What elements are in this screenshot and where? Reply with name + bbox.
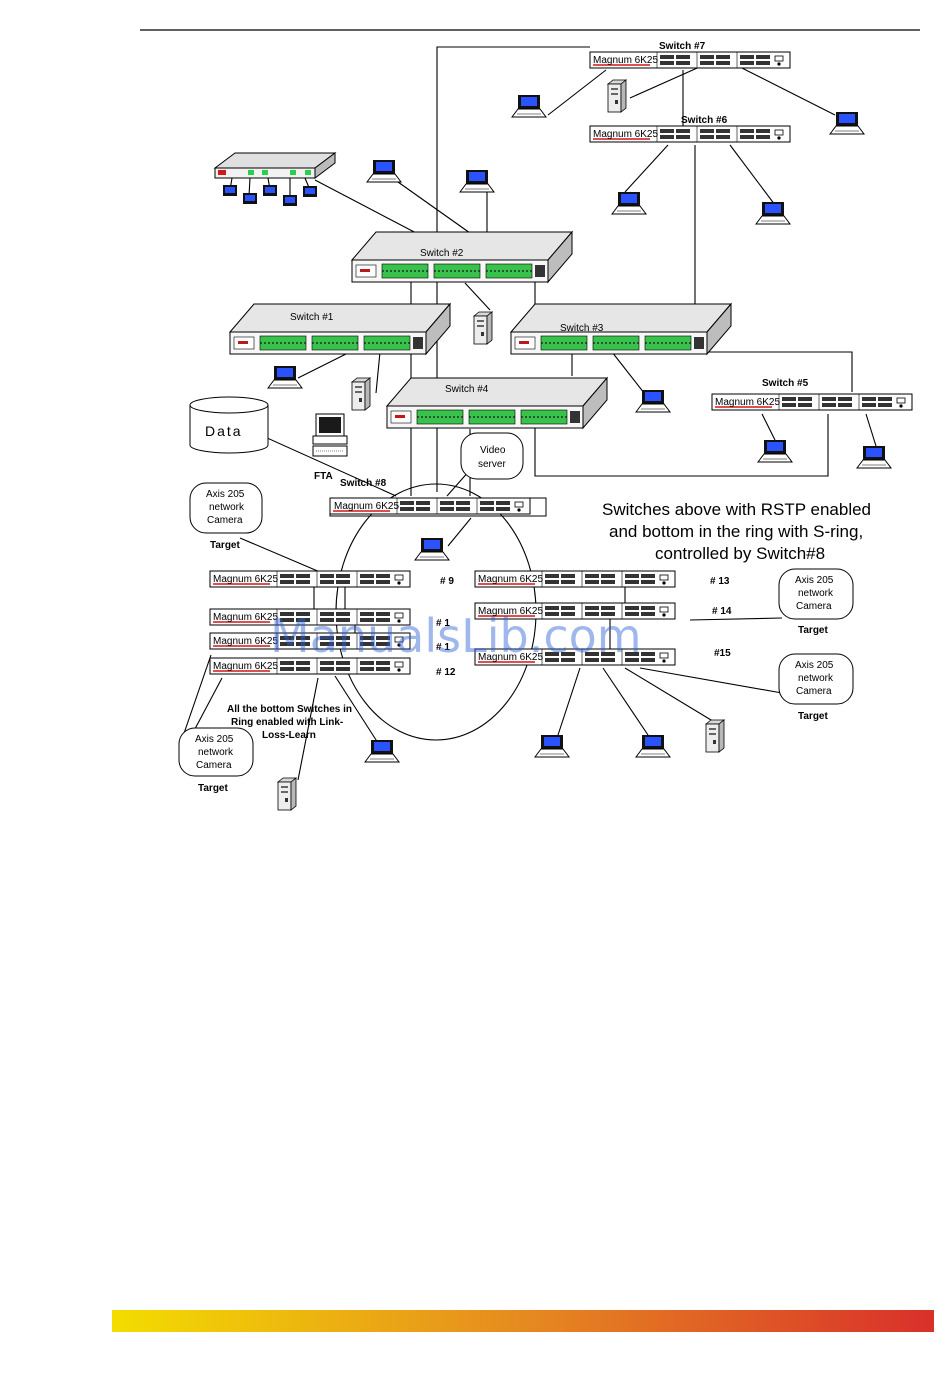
workstation-icon (611, 191, 647, 215)
model-label: Magnum 6K25 (478, 574, 543, 585)
switch-4-label: Switch #4 (445, 384, 489, 395)
model-label: Magnum 6K25 (593, 55, 658, 66)
switch-2: Switch #2 (351, 231, 573, 283)
ring-number-9: # 9 (440, 576, 454, 587)
switch-4: Switch #4 (386, 377, 608, 429)
watermark: ManualsLib.com (270, 609, 642, 663)
ring-switch-9: Magnum 6K25 # 9 (209, 570, 454, 588)
workstation-icon (534, 734, 570, 758)
workstation-icon (856, 445, 892, 469)
video-server-line-1: Video (480, 445, 506, 456)
switch-7-label: Switch #7 (659, 41, 706, 52)
workstation-icon (459, 169, 495, 193)
model-label: Magnum 6K25 (478, 652, 543, 663)
camera-line-2: network (798, 588, 834, 599)
caption-line-1: Switches above with RSTP enabled (602, 500, 871, 519)
camera-1: Axis 205 network Camera Target (189, 482, 263, 551)
ring-switch-15: Magnum 6K25 #15 (474, 648, 731, 666)
switch-1-label: Switch #1 (290, 312, 334, 323)
camera-line-1: Axis 205 (195, 734, 234, 745)
target-label: Target (210, 540, 240, 551)
caption-line-2: and bottom in the ring with S-ring, (609, 522, 863, 541)
ring-number-13: # 13 (710, 576, 730, 587)
ring-switch-10: Magnum 6K25 # 1 (209, 608, 450, 629)
switch-8: Magnum 6K25 Switch #8 (329, 478, 547, 517)
target-label: Target (198, 783, 228, 794)
model-label: Magnum 6K25 (213, 661, 278, 672)
ring-switch-14: Magnum 6K25 # 14 (474, 602, 732, 620)
camera-line-1: Axis 205 (795, 575, 834, 586)
camera-line-3: Camera (796, 601, 832, 612)
workstation-icon (267, 365, 303, 389)
fta-terminal: FTA (312, 413, 348, 482)
ring-switch-12: Magnum 6K25 # 12 (209, 657, 456, 678)
workstation-icon (511, 94, 547, 118)
target-label: Target (798, 625, 828, 636)
ring-switch-13: Magnum 6K25 # 13 (474, 570, 730, 588)
switch-6-label: Switch #6 (681, 115, 728, 126)
server-icon (351, 377, 371, 411)
switch-3-label: Switch #3 (560, 323, 604, 334)
footer-bar (112, 1310, 934, 1332)
ring-number-10: # 1 (436, 618, 450, 629)
switch-7: Magnum 6K25 Switch #7 (589, 41, 791, 69)
ring-number-15: #15 (714, 648, 731, 659)
data-store-label: Data (205, 423, 243, 439)
ring-note: All the bottom Switches in Ring enabled … (227, 704, 352, 741)
caption-line-3: controlled by Switch#8 (655, 544, 825, 563)
switch-8-label: Switch #8 (340, 478, 387, 489)
server-icon (607, 79, 627, 113)
video-server: Video server (460, 432, 524, 480)
model-label: Magnum 6K25 (334, 501, 399, 512)
video-server-line-2: server (478, 459, 506, 470)
ring-number-11: # 1 (436, 642, 450, 653)
workstation-icon (635, 734, 671, 758)
ring-note-line-3: Loss-Learn (262, 730, 316, 741)
switch-1: Switch #1 (229, 303, 451, 355)
camera-line-3: Camera (796, 686, 832, 697)
camera-line-2: network (198, 747, 234, 758)
camera-line-3: Camera (207, 515, 243, 526)
camera-line-2: network (798, 673, 834, 684)
switch-5: Magnum 6K25 Switch #5 (711, 378, 913, 411)
model-label: Magnum 6K25 (213, 574, 278, 585)
workstation-icon (414, 537, 450, 561)
ring-number-14: # 14 (712, 606, 732, 617)
ring-switch-11: Magnum 6K25 # 1 (209, 632, 450, 653)
server-icon (277, 777, 297, 811)
fta-label: FTA (314, 471, 333, 482)
model-label: Magnum 6K25 (213, 636, 278, 647)
camera-line-1: Axis 205 (795, 660, 834, 671)
target-label: Target (798, 711, 828, 722)
camera-line-2: network (209, 502, 245, 513)
ring-number-12: # 12 (436, 667, 456, 678)
workstation-icon (364, 739, 400, 763)
model-label: Magnum 6K25 (478, 606, 543, 617)
server-icon (705, 719, 725, 753)
switch-3: Switch #3 (510, 303, 732, 355)
camera-4: Axis 205 network Camera Target (178, 727, 254, 794)
model-label: Magnum 6K25 (715, 397, 780, 408)
camera-line-1: Axis 205 (206, 489, 245, 500)
workstation-icon (366, 159, 402, 183)
camera-3: Axis 205 network Camera Target (778, 653, 854, 722)
model-label: Magnum 6K25 (593, 129, 658, 140)
data-store: Data (189, 396, 269, 454)
model-label: Magnum 6K25 (213, 612, 278, 623)
switch-2-label: Switch #2 (420, 248, 464, 259)
workstation-icon (755, 201, 791, 225)
camera-2: Axis 205 network Camera Target (778, 568, 854, 636)
switch-5-label: Switch #5 (762, 378, 809, 389)
workstation-icon (757, 439, 793, 463)
edge-switch (213, 152, 337, 206)
workstation-icon (829, 111, 865, 135)
ring-note-line-1: All the bottom Switches in (227, 704, 352, 715)
workstation-icon (635, 389, 671, 413)
camera-line-3: Camera (196, 760, 232, 771)
rstp-caption: Switches above with RSTP enabled and bot… (602, 500, 871, 563)
server-icon (473, 311, 493, 345)
switch-6: Magnum 6K25 Switch #6 (589, 115, 791, 143)
ring-note-line-2: Ring enabled with Link- (231, 717, 343, 728)
